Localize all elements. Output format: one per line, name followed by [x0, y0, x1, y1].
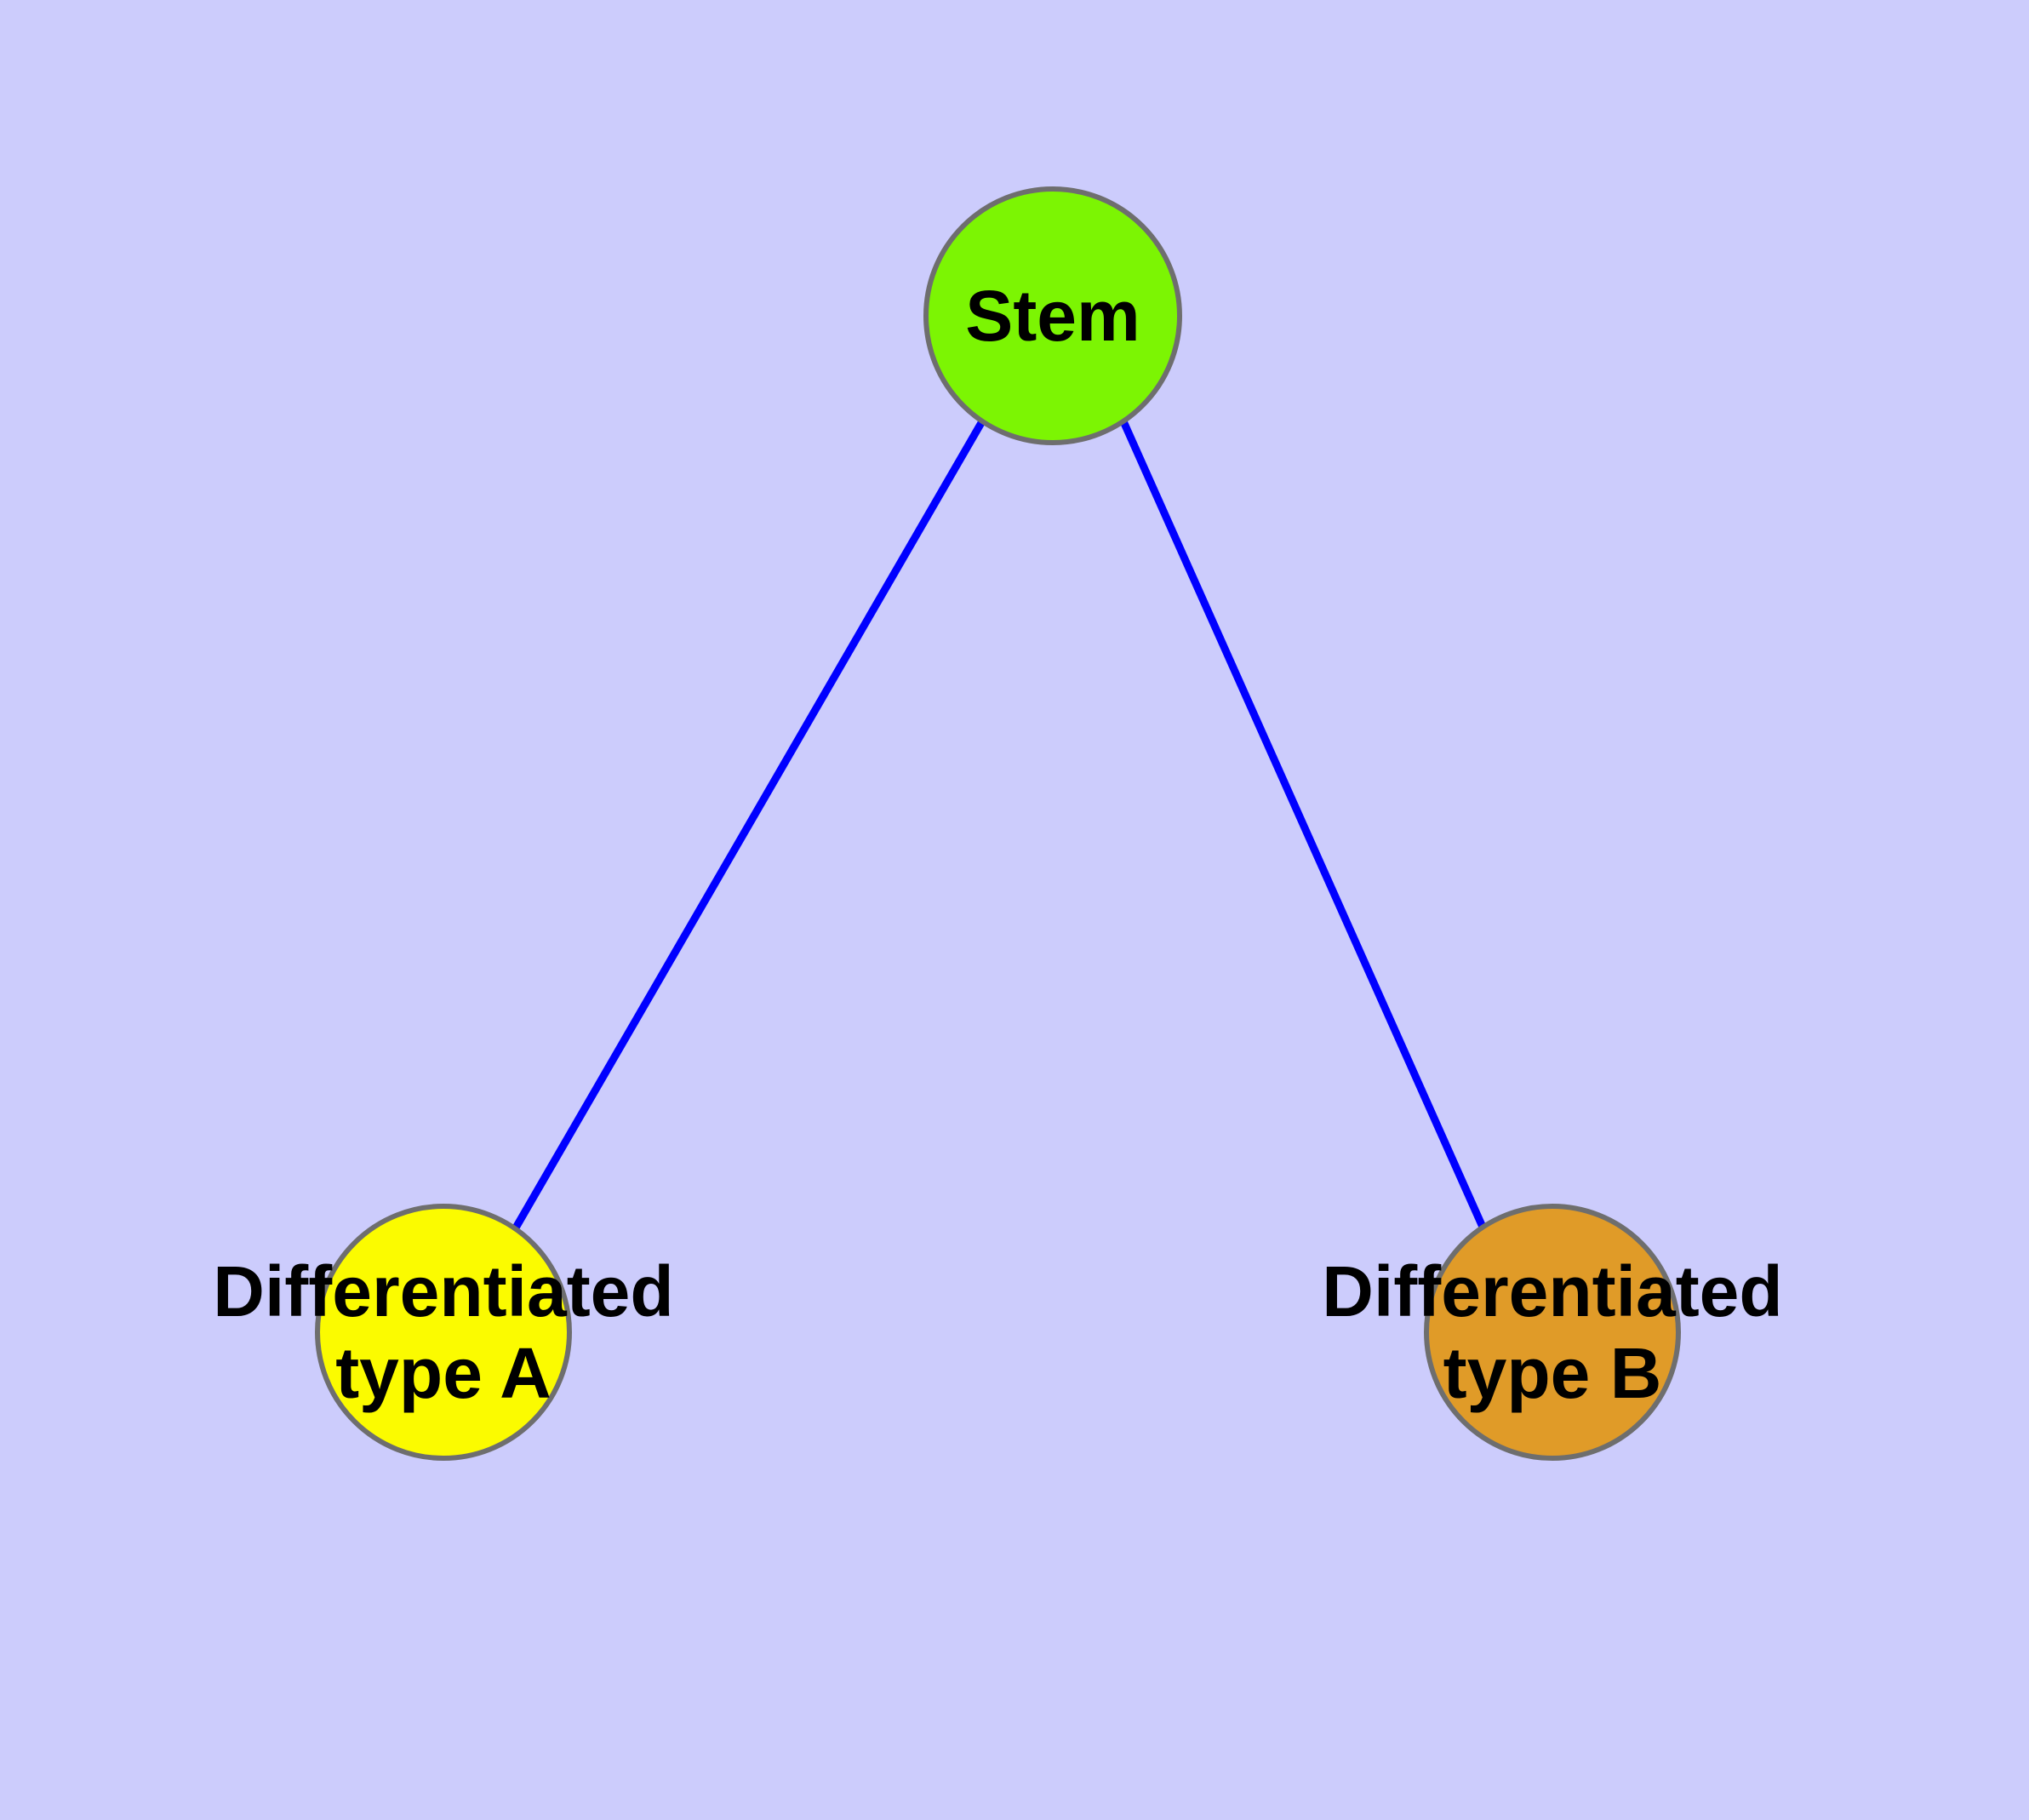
node-diff-a[interactable] [315, 1204, 572, 1461]
node-diff-b[interactable] [1424, 1204, 1681, 1461]
label-layer: Stem Differentiated type A Differentiate… [213, 276, 1782, 1413]
node-stem-label-line1: Stem [965, 276, 1140, 356]
node-stem[interactable] [923, 186, 1182, 445]
edge-layer [512, 419, 1489, 1234]
edge-stem-to-diff-b[interactable] [1119, 420, 1489, 1234]
node-diff-b-circle[interactable] [1424, 1204, 1681, 1461]
node-diff-b-label-line1: Differentiated [1322, 1251, 1782, 1331]
node-diff-b-label-line2: type B [1443, 1333, 1662, 1413]
node-stem-circle[interactable] [923, 186, 1182, 445]
edge-stem-to-diff-a[interactable] [512, 419, 986, 1232]
node-diff-a-circle[interactable] [315, 1204, 572, 1461]
node-diff-a-label-line1: Differentiated [213, 1251, 673, 1331]
node-diff-a-label-line2: type A [335, 1333, 552, 1413]
node-layer [315, 186, 1681, 1461]
